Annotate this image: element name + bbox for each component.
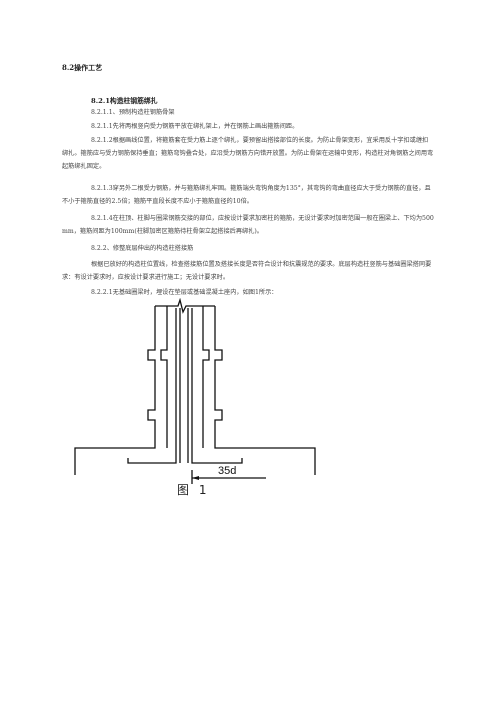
paragraph-2: 8.2.1.1先将两根竖向受力钢筋平放在绑扎架上，并在钢筋上画出箍筋间距。	[91, 123, 299, 130]
dimension-arrow	[192, 476, 199, 480]
figure-caption: 图 1	[177, 483, 210, 497]
figure-1-rebar-diagram: 35d	[70, 298, 336, 498]
paragraph-6: 8.2.2、修整底层伸出的构造柱搭接筋	[91, 245, 194, 252]
paragraph-4: 8.2.1.3穿另外二根受力钢筋，并与箍筋绑扎牢固。箍筋端头弯钩角度为135°，…	[62, 185, 431, 205]
stirrup-right	[202, 306, 210, 448]
column-outline-right	[214, 306, 316, 475]
paragraph-1: 8.2.1.1、预制构造柱钢筋骨架	[91, 109, 175, 116]
subsection-heading: 8.2.1构造柱钢筋绑扎	[91, 97, 158, 105]
section-heading: 8.2操作工艺	[62, 63, 103, 72]
paragraph-8: 8.2.2.1无基础圈梁时，埋设在垫层或基础混凝土座内，如图1所示：	[91, 289, 278, 296]
column-outline-left	[74, 306, 156, 475]
break-mark	[155, 298, 215, 314]
dimension-line	[191, 470, 266, 484]
paragraph-3: 8.2.1.2根据画线位置，将箍筋套在受力筋上逐个绑扎，要预留出搭接部位的长度。…	[62, 137, 434, 170]
rebar-right-outer	[191, 308, 243, 464]
dimension-label: 35d	[218, 465, 236, 477]
rebar-drawing: 35d	[74, 298, 316, 484]
paragraph-5: 8.2.1.4在柱顶、柱脚与圈梁钢筋交接的部位，应按设计要求加密柱的箍筋，无设计…	[62, 215, 434, 235]
stirrup-left	[160, 306, 168, 448]
rebar-left-outer	[127, 308, 177, 464]
paragraph-7: 根据已放好的构造柱位置线，检查搭接筋位置及搭接长度是否符合设计和抗震规范的要求。…	[62, 261, 432, 281]
